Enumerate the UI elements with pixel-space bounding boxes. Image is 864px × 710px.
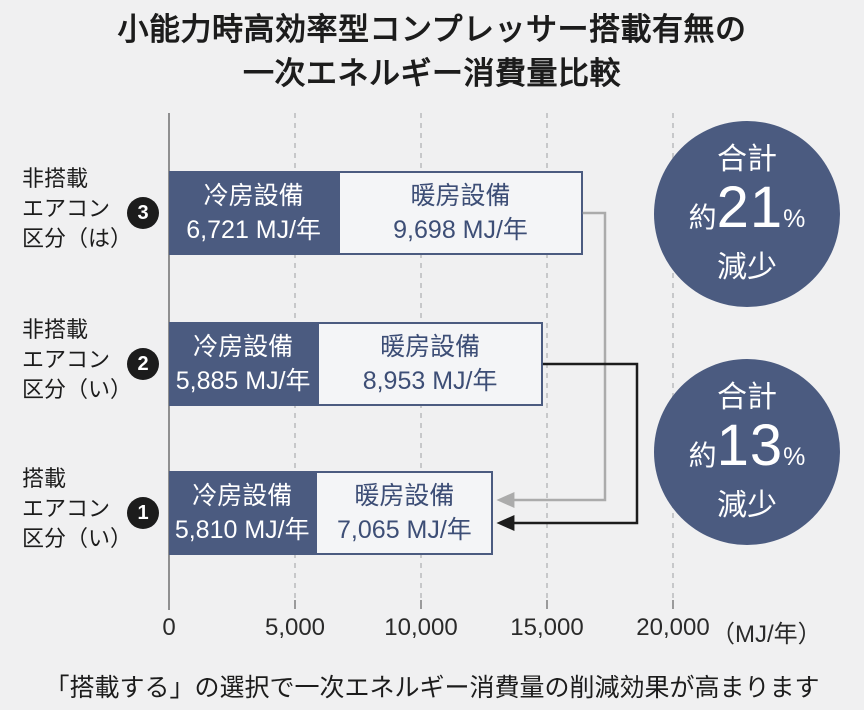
page-title: 小能力時高効率型コンプレッサー搭載有無の 一次エネルギー消費量比較 — [0, 8, 864, 96]
row-label: 非搭載エアコン区分（い） — [22, 315, 182, 405]
grid-line — [672, 113, 674, 600]
axis-tick-label: 10,000 — [384, 614, 458, 641]
heating-segment: 暖房設備 7,065 MJ/年 — [315, 471, 494, 555]
reduction-circle-percent-value: 21 — [716, 174, 784, 240]
page-title-line2: 一次エネルギー消費量比較 — [243, 56, 621, 91]
heating-segment: 暖房設備 8,953 MJ/年 — [317, 322, 543, 406]
row-number-badge: 3 — [127, 197, 159, 229]
heating-segment-value: 9,698 MJ/年 — [393, 216, 528, 244]
cooling-segment-value: 5,885 MJ/年 — [175, 367, 311, 395]
row-label-line: エアコン — [22, 496, 111, 521]
row-label-line: 非搭載 — [22, 166, 89, 191]
axis-tick — [420, 600, 422, 609]
row-label-line: 区分（い） — [22, 526, 133, 551]
cooling-segment-value: 6,721 MJ/年 — [186, 216, 322, 244]
axis-tick-label: 20,000 — [636, 614, 710, 641]
row-label-line: 搭載 — [22, 466, 67, 491]
row-label: 搭載エアコン区分（い） — [22, 464, 182, 554]
row-label-line: 区分（は） — [22, 226, 133, 251]
axis-tick-label: 5,000 — [264, 614, 326, 641]
reduction-circle-percent-sign: % — [783, 204, 806, 233]
chart-caption: 「搭載する」の選択で一次エネルギー消費量の削減効果が高まります — [44, 674, 820, 702]
cooling-segment: 冷房設備 6,721 MJ/年 — [169, 171, 339, 255]
axis-tick-label: 0 — [162, 614, 176, 641]
row-number-badge: 2 — [127, 348, 159, 380]
reduction-circle-percent-value: 13 — [716, 412, 784, 478]
row-number-badge: 1 — [127, 497, 159, 529]
axis-unit-label: （MJ/年） — [711, 621, 822, 648]
cooling-segment-name: 冷房設備 — [193, 333, 294, 361]
reduction-circle-approx: 約 — [688, 201, 717, 233]
cooling-segment-value: 5,810 MJ/年 — [174, 516, 310, 544]
reduction-circle-label-decrease: 減少 — [717, 488, 777, 522]
reduction-circle-percent-sign: % — [783, 442, 806, 471]
row-label: 非搭載エアコン区分（は） — [22, 164, 182, 254]
heating-segment-name: 暖房設備 — [380, 333, 481, 361]
axis-tick — [546, 600, 548, 609]
reduction-circle-label-total: 合計 — [717, 142, 777, 176]
reduction-circle-label-decrease: 減少 — [717, 250, 777, 284]
heating-segment-value: 7,065 MJ/年 — [337, 516, 472, 544]
cooling-segment-name: 冷房設備 — [203, 182, 304, 210]
row-label-line: エアコン — [22, 347, 111, 372]
axis-tick — [672, 600, 674, 609]
cooling-segment: 冷房設備 5,885 MJ/年 — [169, 322, 318, 406]
axis-tick-label: 15,000 — [510, 614, 584, 641]
reduction-circle-approx: 約 — [688, 439, 717, 471]
row-label-line: 区分（い） — [22, 377, 133, 402]
cooling-segment-name: 冷房設備 — [192, 482, 293, 510]
heating-segment-value: 8,953 MJ/年 — [362, 367, 498, 395]
reduction-arrow-gray-head — [496, 492, 515, 508]
page-title-line1: 小能力時高効率型コンプレッサー搭載有無の — [117, 12, 747, 47]
heating-segment-name: 暖房設備 — [410, 182, 511, 210]
row-label-line: 非搭載 — [22, 317, 89, 342]
reduction-arrow-black-head — [496, 515, 515, 531]
heating-segment: 暖房設備 9,698 MJ/年 — [338, 171, 583, 255]
heating-segment-name: 暖房設備 — [354, 482, 455, 510]
cooling-segment: 冷房設備 5,810 MJ/年 — [169, 471, 316, 555]
reduction-circle-label-total: 合計 — [717, 380, 777, 414]
axis-tick — [294, 600, 296, 609]
row-label-line: エアコン — [22, 196, 111, 221]
